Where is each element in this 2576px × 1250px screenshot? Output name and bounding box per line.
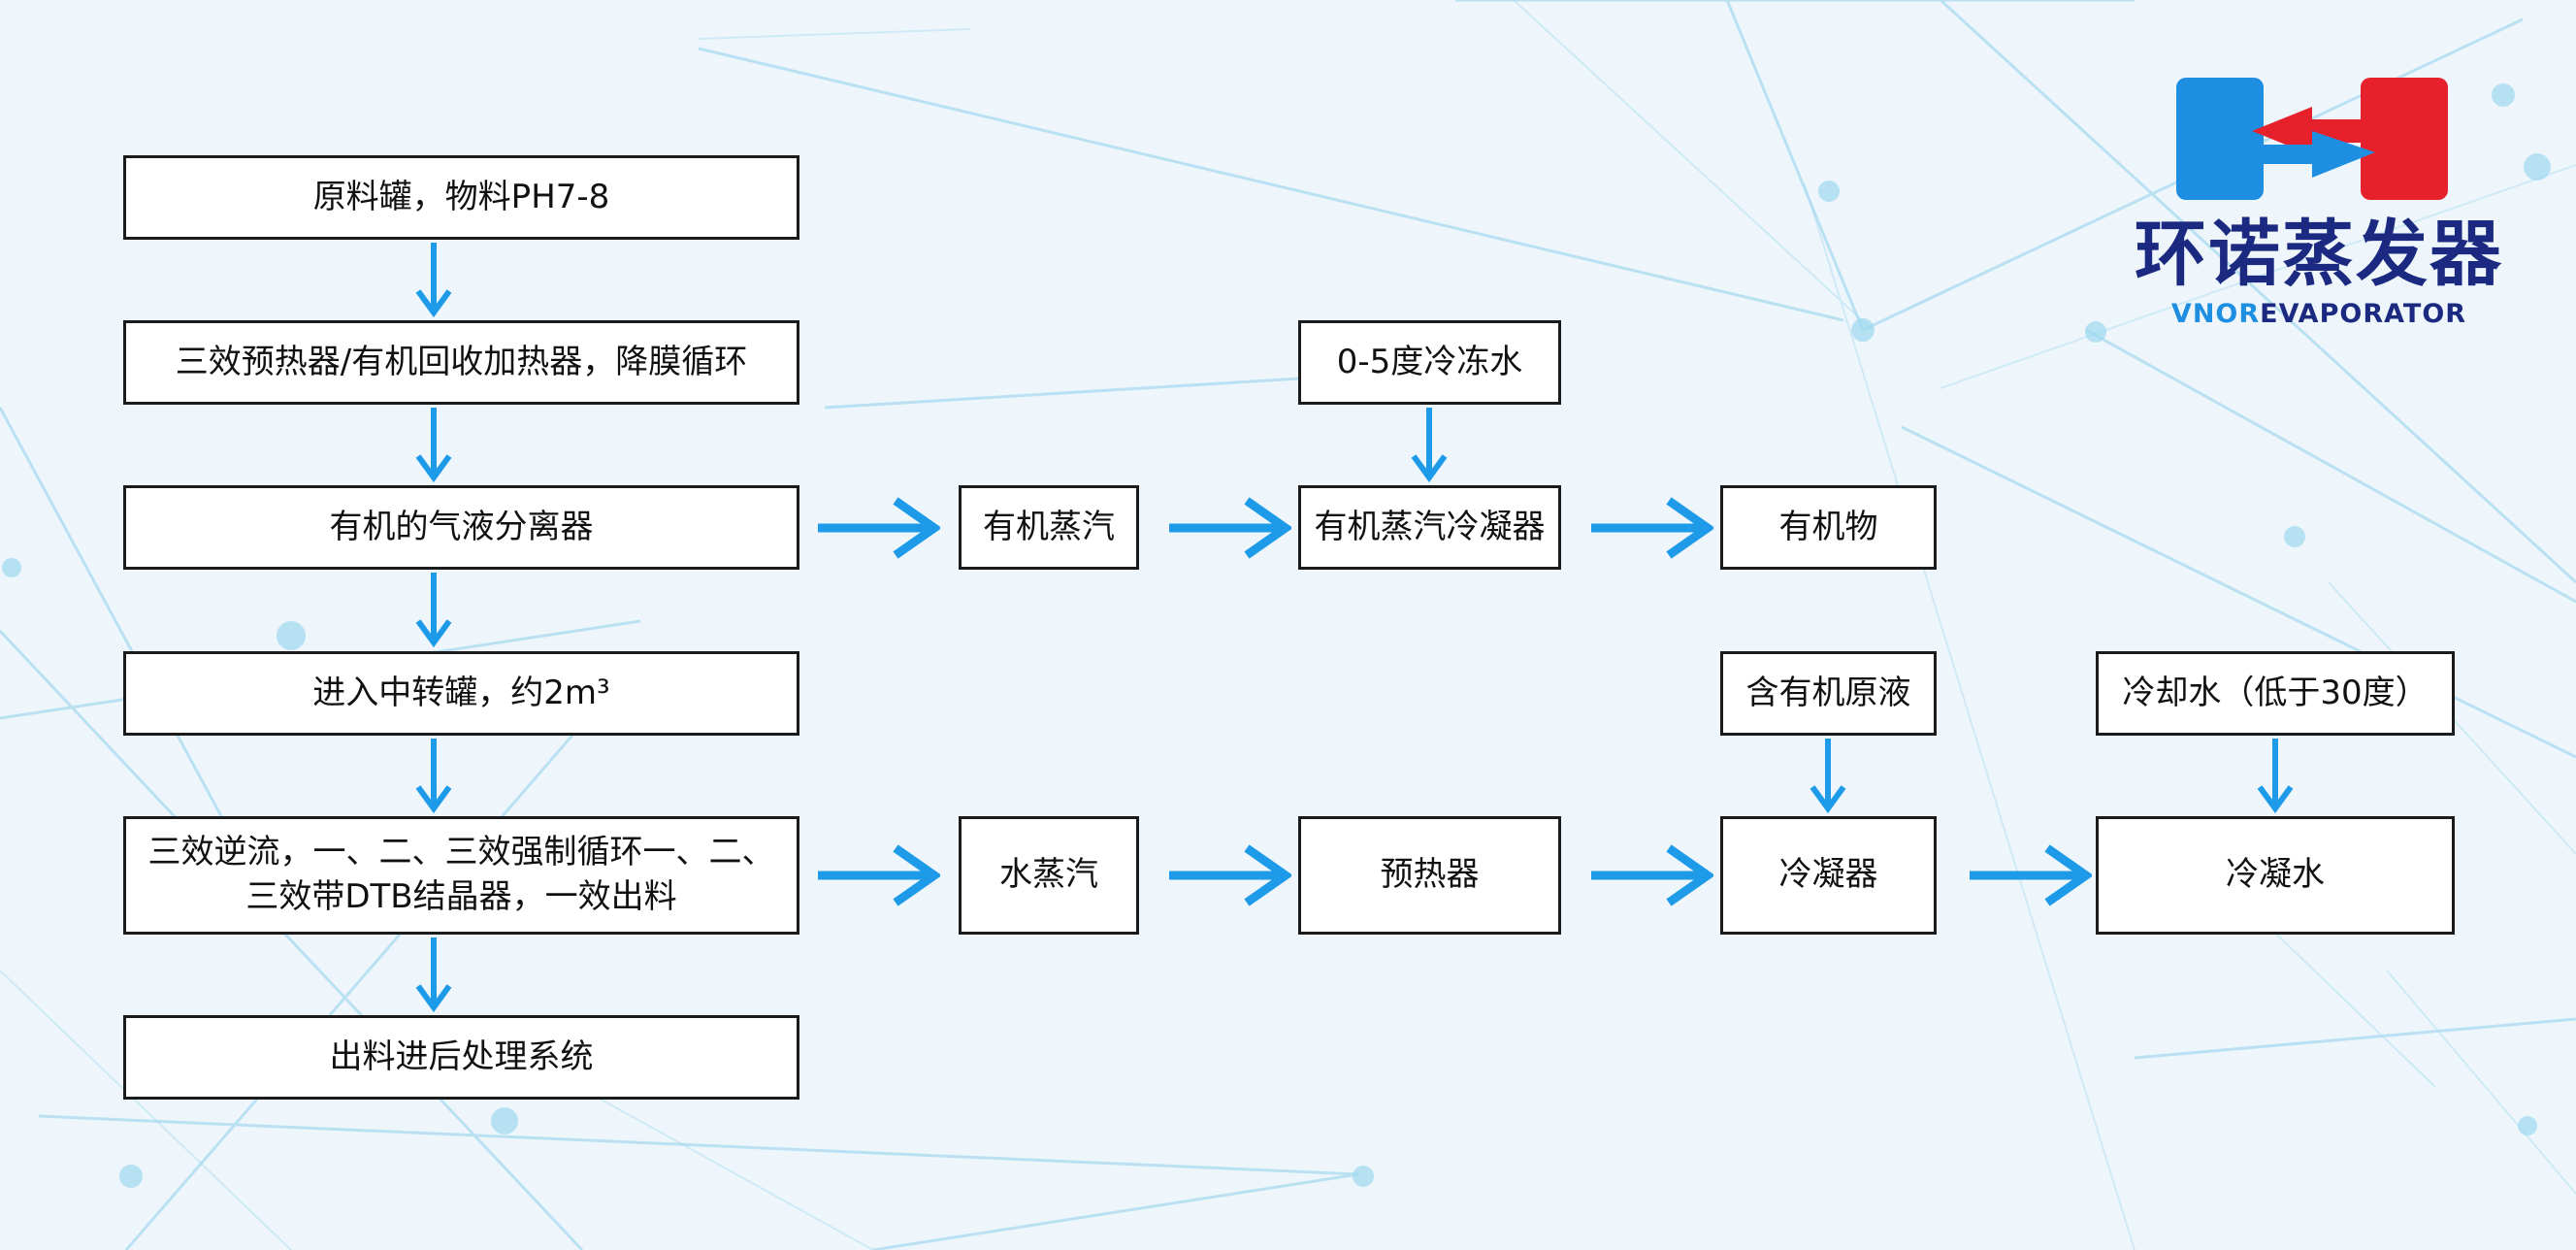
cooling-water-box: 冷却水（低于30度） (2096, 651, 2455, 736)
down-arrow-icon (415, 243, 452, 318)
down-arrow-icon (2257, 739, 2294, 814)
brand-name-en: VNOREVAPORATOR (2120, 301, 2518, 327)
organic-vapor-label: 有机蒸汽 (983, 507, 1115, 546)
down-arrow-icon (415, 408, 452, 483)
brand-name-cn: 环诺蒸发器 (2135, 213, 2503, 296)
chilled-water-label: 0-5度冷冻水 (1336, 342, 1523, 381)
down-arrow-icon (1810, 739, 1846, 814)
triple-effect-crystallizer-label: 三效逆流，一、二、三效强制循环一、二、三效带DTB结晶器，一效出料 (147, 833, 775, 916)
triple-effect-preheater-label: 三效预热器/有机回收加热器，降膜循环 (175, 342, 748, 381)
organic-vapor-condenser-box: 有机蒸汽冷凝器 (1298, 485, 1561, 570)
organic-gas-liquid-separator-label: 有机的气液分离器 (329, 507, 594, 546)
right-arrow-icon (1591, 844, 1713, 906)
organic-vapor-condenser-label: 有机蒸汽冷凝器 (1314, 507, 1546, 546)
condensate-box: 冷凝水 (2096, 816, 2455, 935)
right-arrow-icon (818, 497, 940, 559)
preheater-box: 预热器 (1298, 816, 1561, 935)
down-arrow-icon (415, 938, 452, 1013)
brand-name-en-rest: EVAPORATOR (2260, 299, 2467, 329)
water-vapor-box: 水蒸汽 (959, 816, 1139, 935)
water-vapor-label: 水蒸汽 (999, 855, 1098, 895)
logo-mark-icon (2176, 78, 2448, 200)
right-arrow-icon (1169, 497, 1291, 559)
post-treatment-system-label: 出料进后处理系统 (329, 1036, 594, 1076)
right-arrow-icon (1591, 497, 1713, 559)
down-arrow-icon (415, 573, 452, 648)
organic-vapor-box: 有机蒸汽 (959, 485, 1139, 570)
raw-material-tank-box: 原料罐，物料PH7-8 (123, 155, 799, 240)
right-arrow-icon (818, 844, 940, 906)
organic-raw-liquid-label: 含有机原液 (1745, 673, 1911, 712)
right-arrow-icon (1169, 844, 1291, 906)
down-arrow-icon (1411, 408, 1448, 483)
water-condenser-label: 冷凝器 (1778, 855, 1878, 895)
brand-name-en-highlight: VNOR (2170, 299, 2261, 329)
organic-raw-liquid-box: 含有机原液 (1720, 651, 1937, 736)
organic-gas-liquid-separator-box: 有机的气液分离器 (123, 485, 799, 570)
transfer-tank-box: 进入中转罐，约2m³ (123, 651, 799, 736)
post-treatment-system-box: 出料进后处理系统 (123, 1015, 799, 1100)
chilled-water-box: 0-5度冷冻水 (1298, 320, 1561, 405)
cooling-water-label: 冷却水（低于30度） (2122, 673, 2429, 712)
raw-material-tank-label: 原料罐，物料PH7-8 (312, 177, 610, 216)
brand-logo: 环诺蒸发器 VNOREVAPORATOR (2120, 73, 2518, 335)
transfer-tank-label: 进入中转罐，约2m³ (312, 673, 610, 712)
triple-effect-preheater-box: 三效预热器/有机回收加热器，降膜循环 (123, 320, 799, 405)
right-arrow-icon (1970, 844, 2092, 906)
triple-effect-crystallizer-box: 三效逆流，一、二、三效强制循环一、二、三效带DTB结晶器，一效出料 (123, 816, 799, 935)
organic-product-box: 有机物 (1720, 485, 1937, 570)
condensate-label: 冷凝水 (2226, 855, 2325, 895)
down-arrow-icon (415, 739, 452, 814)
preheater-label: 预热器 (1380, 855, 1480, 895)
water-condenser-box: 冷凝器 (1720, 816, 1937, 935)
organic-product-label: 有机物 (1778, 507, 1878, 546)
